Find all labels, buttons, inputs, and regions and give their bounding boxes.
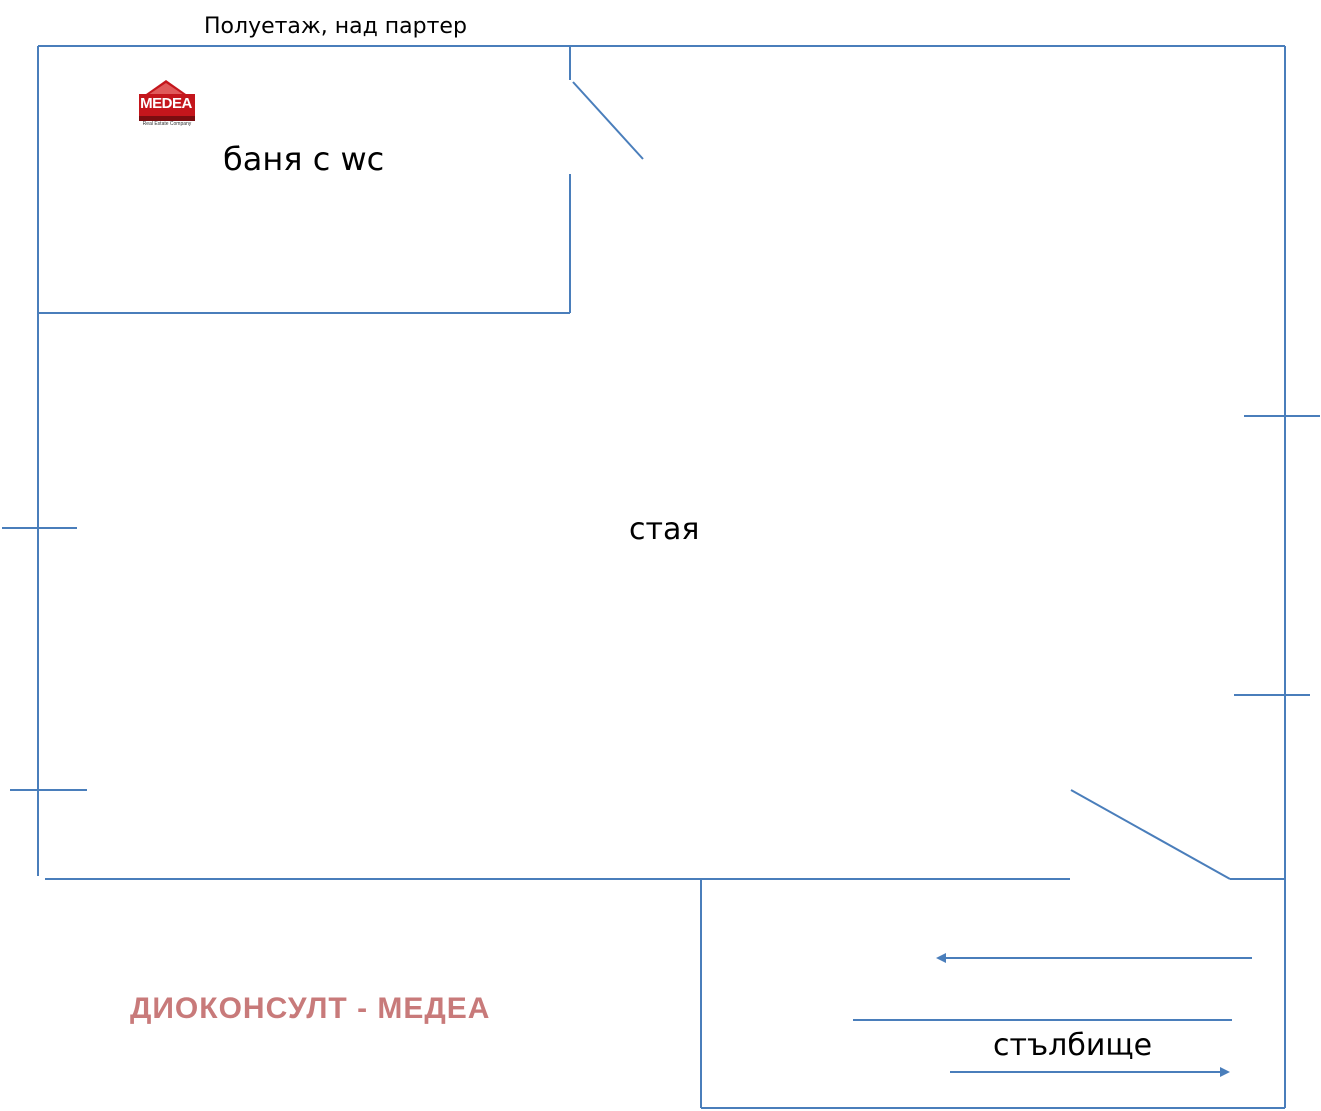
floor-title: Полуетаж, над партер (204, 14, 467, 39)
logo-subtitle: Real Estate Company (142, 121, 192, 127)
room-label-bathroom: баня с wc (223, 140, 385, 178)
house-logo-icon (139, 80, 195, 131)
medea-logo: MEDEA Real Estate Company (137, 79, 197, 133)
agency-watermark: ДИОКОНСУЛТ - МЕДЕА (130, 992, 491, 1025)
entrance-door-swing (1070, 789, 1231, 880)
room-label-stairs: стълбище (993, 1028, 1153, 1063)
room-label-room: стая (629, 512, 700, 547)
logo-wordmark: MEDEA (140, 95, 192, 112)
bathroom-door-swing (572, 81, 644, 160)
